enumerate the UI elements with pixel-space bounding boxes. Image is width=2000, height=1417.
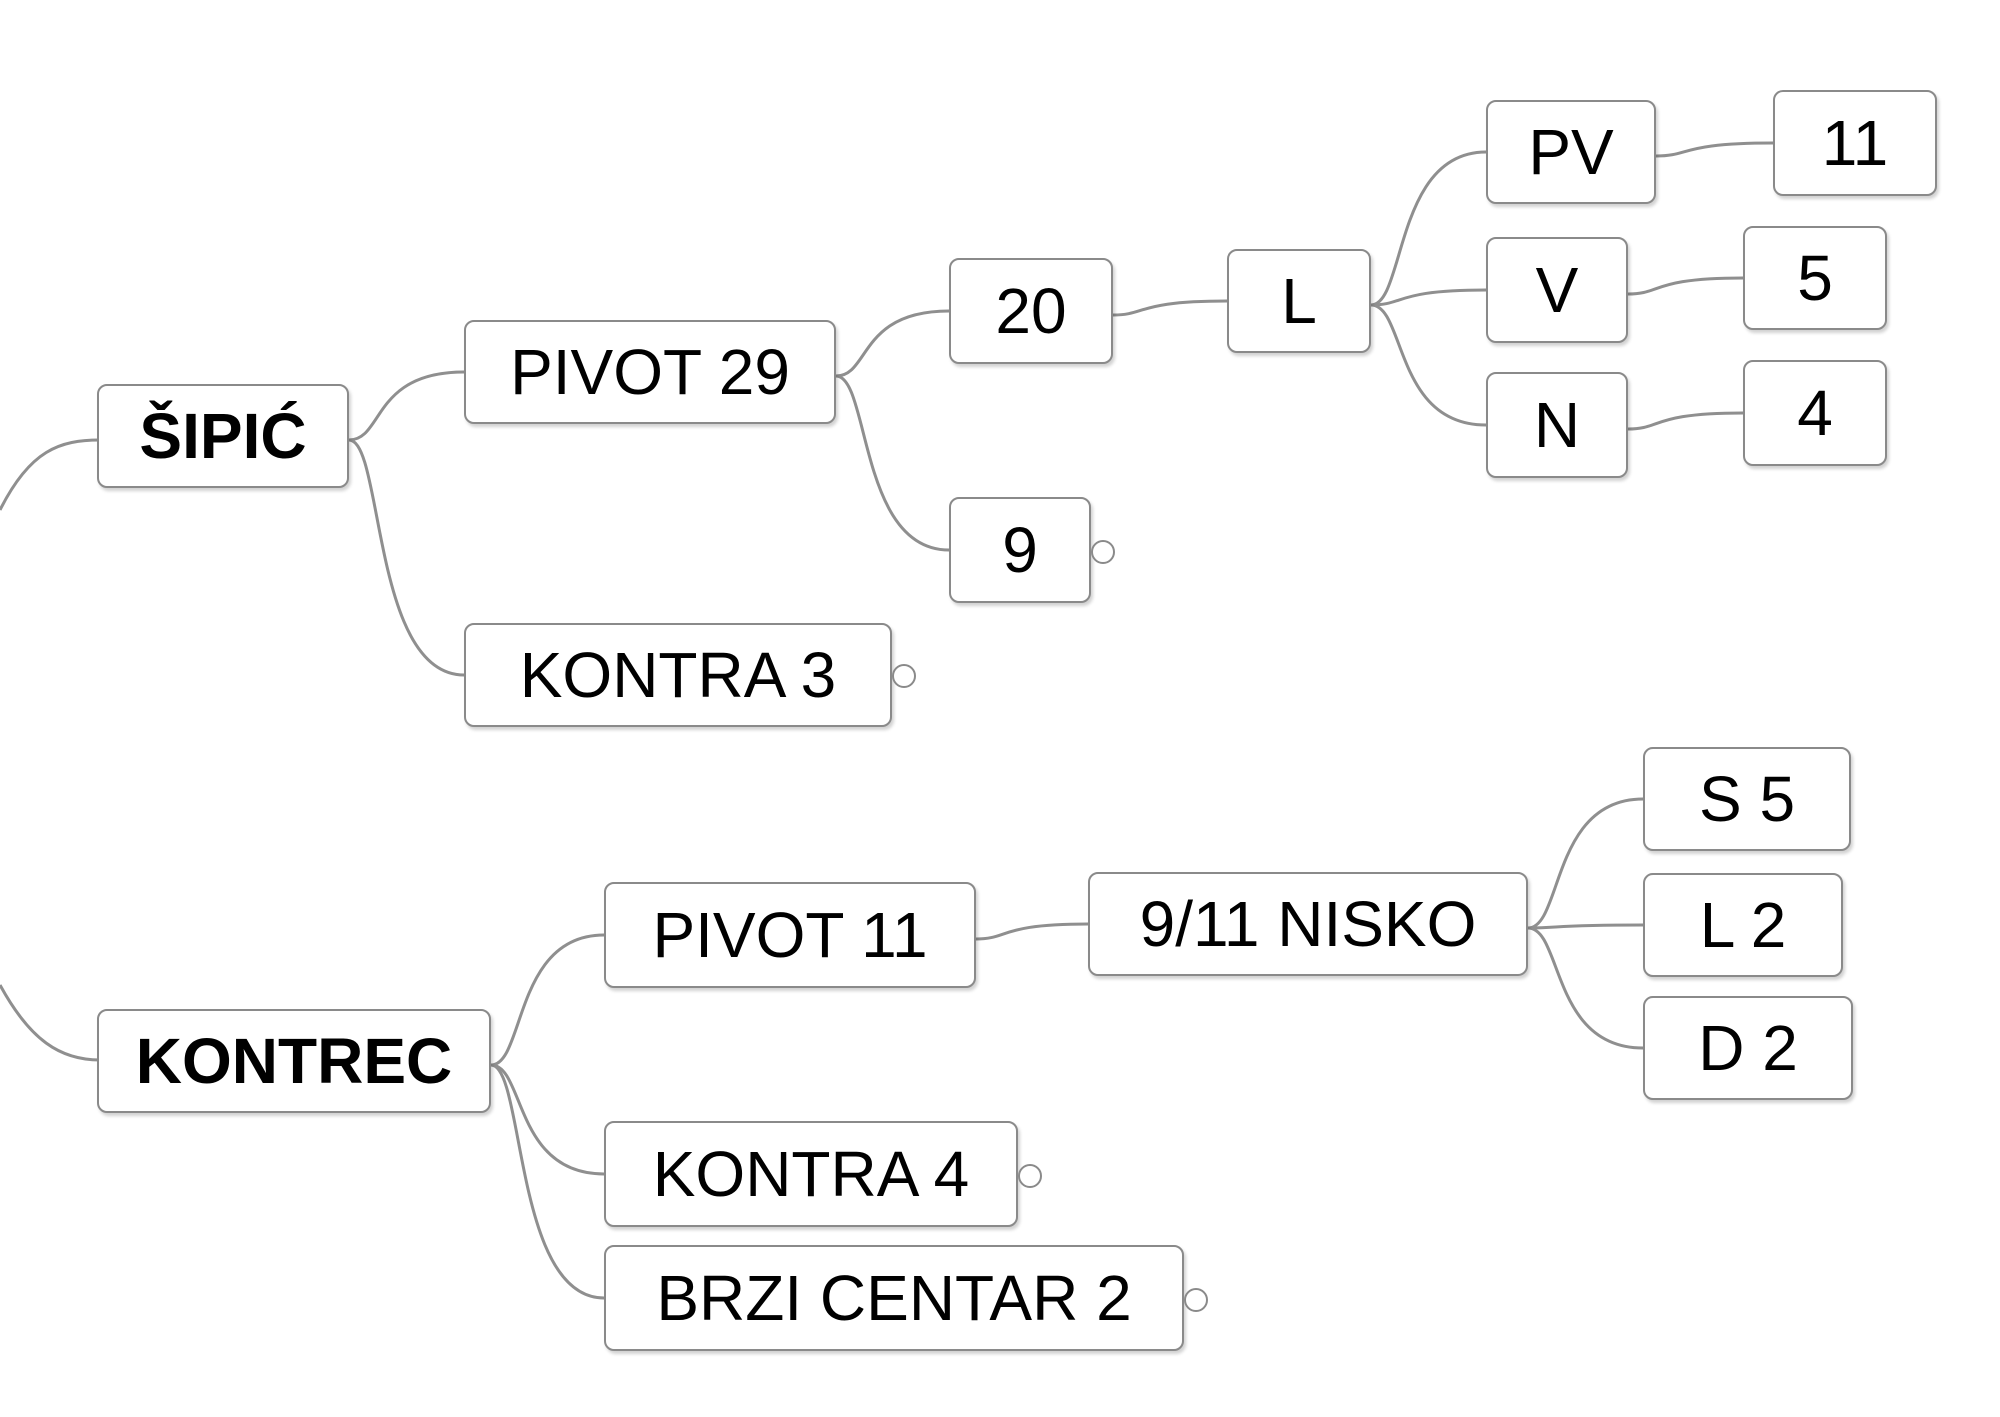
node-n-4[interactable]: 4 <box>1743 360 1887 466</box>
node-l[interactable]: L <box>1227 249 1371 353</box>
node-pivot-29[interactable]: PIVOT 29 <box>464 320 836 424</box>
node-sipic[interactable]: ŠIPIĆ <box>97 384 349 488</box>
connector-l-v <box>1370 288 1487 307</box>
node-9-11-nisko[interactable]: 9/11 NISKO <box>1088 872 1528 976</box>
collapse-toggle-kontra-3[interactable] <box>892 664 916 688</box>
node-v-5[interactable]: 5 <box>1743 226 1887 330</box>
connector-kontrec-kontra4 <box>490 1063 605 1176</box>
node-d-2[interactable]: D 2 <box>1643 996 1853 1100</box>
connector-sipic-pivot29 <box>348 370 465 442</box>
node-pivot-11[interactable]: PIVOT 11 <box>604 882 976 988</box>
connector-pivot29-n20 <box>835 309 950 378</box>
collapse-toggle-kontra-4[interactable] <box>1018 1164 1042 1188</box>
node-20[interactable]: 20 <box>949 258 1113 364</box>
connector-v-v5 <box>1627 276 1744 296</box>
collapse-toggle-brzi-centar-2[interactable] <box>1184 1288 1208 1312</box>
connector-l-pv <box>1370 150 1487 307</box>
node-kontrec[interactable]: KONTREC <box>97 1009 491 1113</box>
node-s-5[interactable]: S 5 <box>1643 747 1851 851</box>
connector-n20-l <box>1112 299 1228 317</box>
node-kontra-3[interactable]: KONTRA 3 <box>464 623 892 727</box>
connector-pv-pv11 <box>1655 141 1774 158</box>
root-connector-kontrec <box>0 984 101 1062</box>
node-pv[interactable]: PV <box>1486 100 1656 204</box>
node-9[interactable]: 9 <box>949 497 1091 603</box>
connector-pivot29-n9 <box>835 374 950 552</box>
node-v[interactable]: V <box>1486 237 1628 343</box>
node-kontra-4[interactable]: KONTRA 4 <box>604 1121 1018 1227</box>
connector-l-n <box>1370 303 1487 427</box>
node-brzi-centar-2[interactable]: BRZI CENTAR 2 <box>604 1245 1184 1351</box>
connector-sipic-kontra3 <box>348 438 465 677</box>
connector-n-n4 <box>1627 411 1744 431</box>
root-connector-sipic <box>0 438 101 511</box>
connector-pivot11-nisko <box>975 922 1089 941</box>
connector-kontrec-brzi <box>490 1063 605 1300</box>
connector-nisko-s5 <box>1527 797 1644 930</box>
node-n[interactable]: N <box>1486 372 1628 478</box>
connector-kontrec-pivot11 <box>490 933 605 1067</box>
node-pv-11[interactable]: 11 <box>1773 90 1937 196</box>
connector-nisko-d2 <box>1527 926 1644 1050</box>
connector-nisko-l2 <box>1527 923 1644 930</box>
node-l-2[interactable]: L 2 <box>1643 873 1843 977</box>
collapse-toggle-9[interactable] <box>1091 540 1115 564</box>
